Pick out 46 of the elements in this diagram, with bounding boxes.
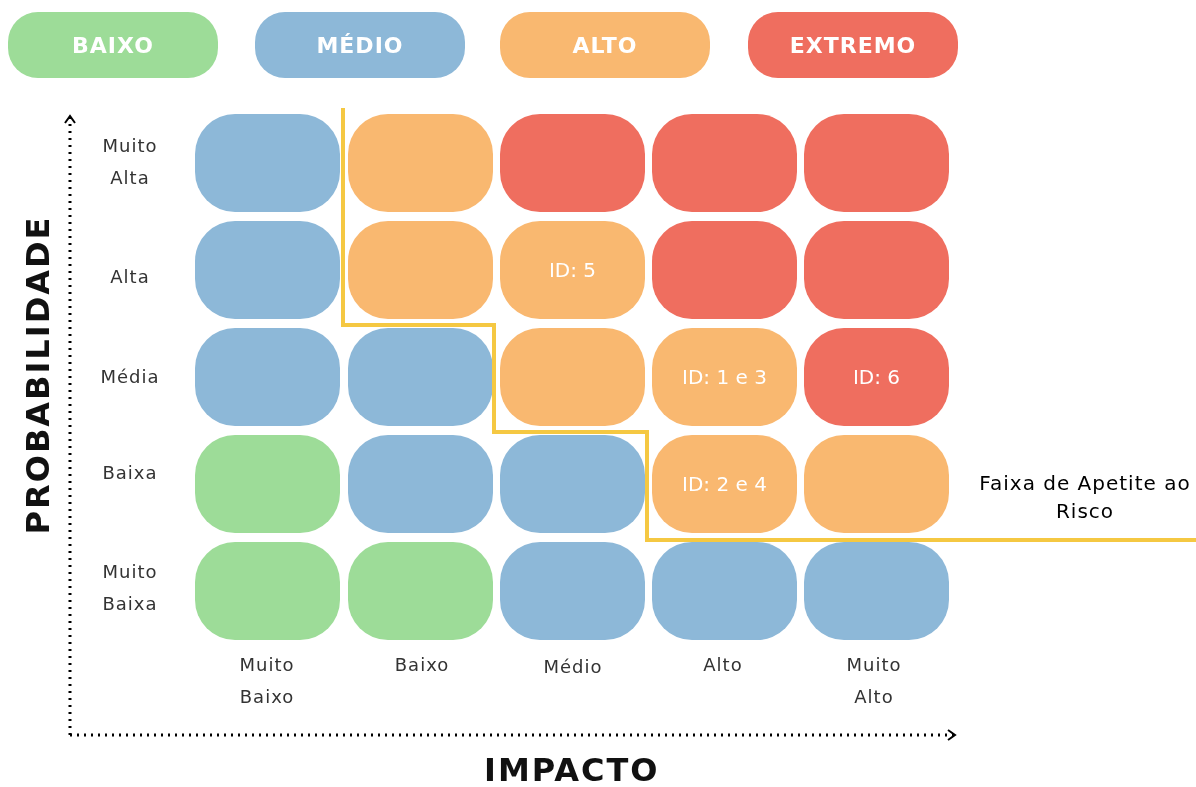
risk-cell: [804, 114, 949, 212]
boundary-label: Faixa de Apetite ao Risco: [978, 470, 1192, 525]
row-label: Média: [99, 365, 161, 389]
column-label: Médio: [542, 655, 604, 679]
axis-title: PROBABILIDADE: [18, 215, 57, 535]
risk-cell: [652, 221, 797, 319]
risk-cell: [500, 114, 645, 212]
column-label: Muito Baixo: [238, 653, 296, 709]
legend-swatch: EXTREMO: [748, 12, 958, 78]
risk-cell: [348, 435, 493, 533]
risk-id-label: ID: 2 e 4: [682, 472, 767, 496]
risk-cell: [652, 542, 797, 640]
risk-cell: [804, 542, 949, 640]
risk-cell: [500, 542, 645, 640]
risk-cell: [500, 328, 645, 426]
risk-cell: [195, 542, 340, 640]
risk-cell: [348, 328, 493, 426]
column-label: Baixo: [393, 653, 451, 677]
risk-id-label: ID: 5: [548, 258, 597, 282]
row-label: Alta: [109, 265, 151, 289]
column-label: Alto: [702, 653, 744, 677]
risk-cell: [195, 114, 340, 212]
column-label: Muito Alto: [845, 653, 903, 709]
risk-cell: [652, 114, 797, 212]
risk-id-label: ID: 1 e 3: [682, 365, 767, 389]
risk-cell: [195, 435, 340, 533]
risk-cell: [804, 221, 949, 319]
risk-cell: [652, 435, 797, 533]
axis-title: IMPACTO: [484, 751, 660, 787]
row-label: Muito Alta: [101, 134, 159, 190]
risk-cell: [348, 114, 493, 212]
risk-cell: [652, 328, 797, 426]
risk-cell: [348, 542, 493, 640]
risk-cell: [500, 435, 645, 533]
risk-cell: [804, 435, 949, 533]
legend-swatch: BAIXO: [8, 12, 218, 78]
risk-cell: [195, 328, 340, 426]
risk-id-label: ID: 6: [852, 365, 901, 389]
row-label: Baixa: [101, 461, 159, 485]
legend-swatch: ALTO: [500, 12, 710, 78]
legend-swatch: MÉDIO: [255, 12, 465, 78]
row-label: Muito Baixa: [101, 560, 159, 616]
risk-cell: [348, 221, 493, 319]
risk-cell: [195, 221, 340, 319]
risk-cell: [500, 221, 645, 319]
risk-cell: [804, 328, 949, 426]
